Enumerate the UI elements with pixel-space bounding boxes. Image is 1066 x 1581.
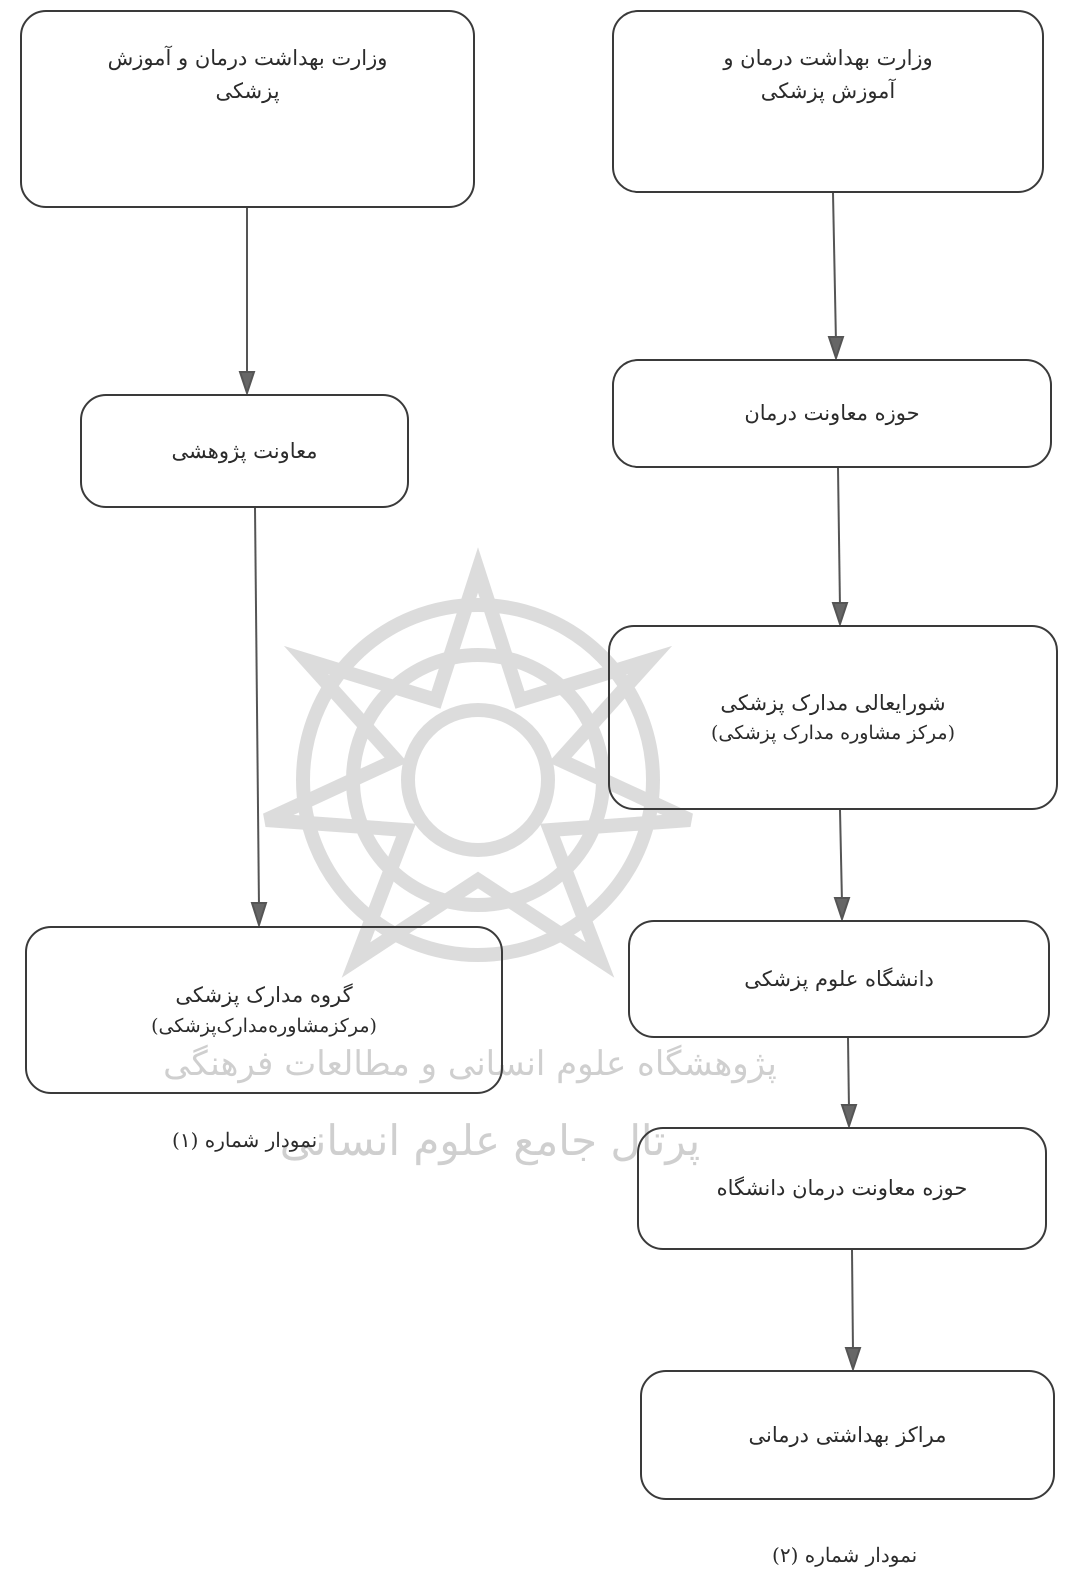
node-research-deputy: معاونت پژوهشی [80,394,409,508]
node-university-treatment-deputy: حوزه معاونت درمان دانشگاه [637,1127,1047,1250]
node-ministry-chart1-line2: پزشکی [215,78,280,103]
arrow-treatment-to-council [837,467,841,609]
arrow-research-to-records [254,507,260,909]
node-university-treatment-deputy-label: حوزه معاونت درمان دانشگاه [716,1176,968,1201]
node-supreme-council-line1: شورایعالی مدارک پزشکی [720,690,946,715]
node-ministry-chart2: وزارت بهداشت درمان و آموزش پزشکی [612,10,1044,193]
node-medical-records-group: گروه مدارک پزشکی (مرکزمشاوره‌مدارک‌پزشکی… [25,926,503,1094]
arrow-univ-deputy-to-centers [851,1249,854,1354]
node-treatment-deputy: حوزه معاونت درمان [612,359,1052,468]
node-research-deputy-label: معاونت پژوهشی [171,438,318,463]
node-ministry-chart2-line1: وزارت بهداشت درمان و [723,46,933,70]
node-ministry-chart1: وزارت بهداشت درمان و آموزش پزشکی [20,10,475,208]
node-medical-records-group-line2: (مرکزمشاوره‌مدارک‌پزشکی) [151,1014,377,1037]
node-treatment-deputy-label: حوزه معاونت درمان [744,401,920,426]
node-ministry-chart2-line2: آموزش پزشکی [760,78,896,103]
node-university-label: دانشگاه علوم پزشکی [744,966,934,991]
node-supreme-council: شورایعالی مدارک پزشکی (مرکز مشاوره مدارک… [608,625,1058,810]
caption-chart2: نمودار شماره (۲) [772,1543,918,1567]
caption-chart1: نمودار شماره (۱) [172,1128,318,1152]
arrow-ministry-to-treatment [832,192,837,344]
node-health-centers-label: مراکز بهداشتی درمانی [748,1422,947,1447]
node-health-centers: مراکز بهداشتی درمانی [640,1370,1055,1500]
node-medical-records-group-line1: گروه مدارک پزشکی [175,983,353,1007]
node-university: دانشگاه علوم پزشکی [628,920,1050,1038]
node-supreme-council-line2: (مرکز مشاوره مدارک پزشکی) [711,722,955,745]
arrow-council-to-university [839,809,843,904]
arrow-university-to-univ-deputy [847,1037,850,1111]
node-ministry-chart1-line1: وزارت بهداشت درمان و آموزش [107,46,388,70]
